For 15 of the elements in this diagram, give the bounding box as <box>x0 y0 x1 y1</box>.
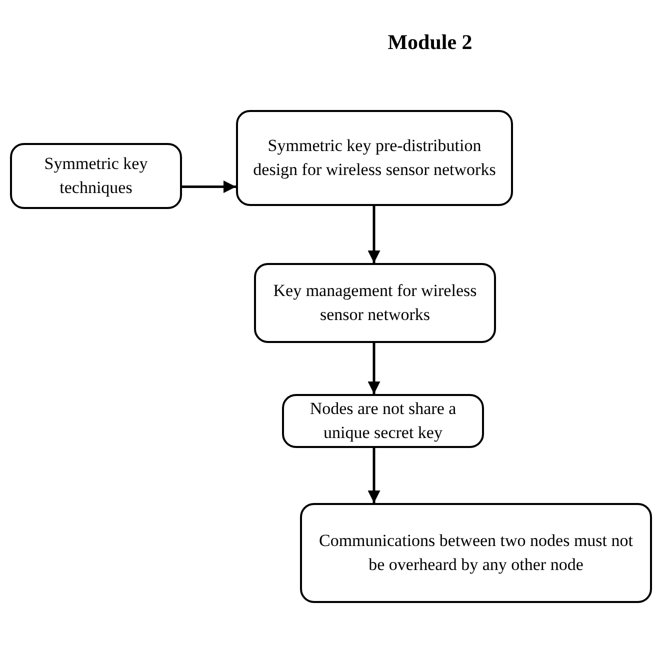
process-box <box>10 143 182 209</box>
arrow <box>182 180 236 194</box>
box-text: Symmetric key pre-distribution design for wireless sensor networks <box>252 135 497 181</box>
process-box <box>254 263 496 343</box>
arrow <box>368 206 380 263</box>
process-box <box>236 110 513 206</box>
box-text: Nodes are not share a unique secret key <box>308 398 458 444</box>
diagram-title: Module 2 <box>386 30 474 55</box>
arrow <box>368 448 380 503</box>
arrow <box>368 343 380 394</box>
box-text: Key management for wireless sensor networks <box>272 280 478 326</box>
process-box <box>282 394 484 448</box>
box-text: Communications between two nodes must not be overheard by any other node <box>318 530 634 576</box>
box-text: Symmetric key techniques <box>43 153 149 199</box>
process-box <box>300 503 652 603</box>
